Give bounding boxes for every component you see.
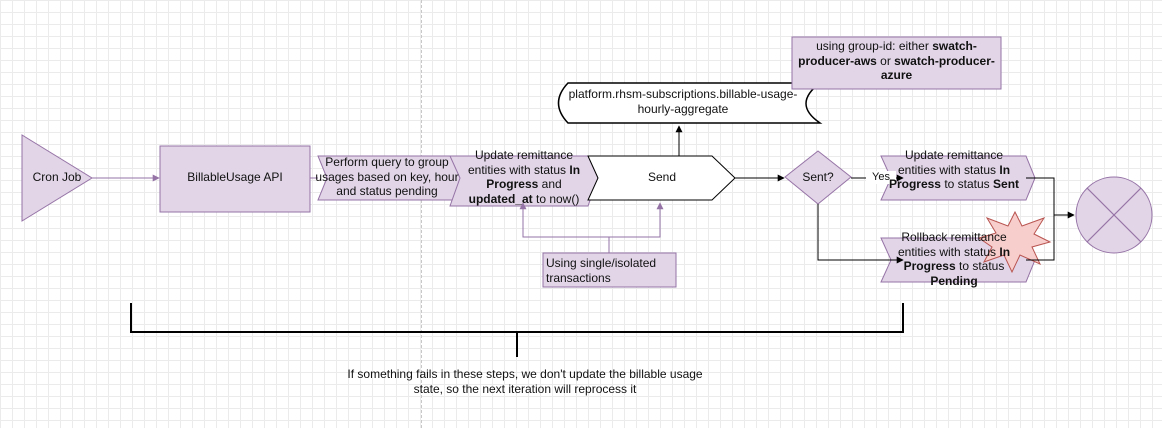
topic-shape[interactable]: [557, 82, 823, 124]
group-id-note-shape: [791, 36, 1002, 90]
edge-transactions-links: [519, 202, 610, 253]
decision-label: Sent?: [802, 170, 834, 184]
rollback-label: Rollback remittance entities with status…: [897, 230, 1011, 288]
cron-job-label: Cron Job: [32, 170, 82, 184]
page-boundary-guide: [421, 0, 422, 428]
group-id-note-label: using group-id: either swatch-producer-a…: [798, 39, 995, 83]
send-shape[interactable]: [587, 155, 736, 201]
transactions-note-shape: [542, 252, 677, 288]
query-step-label: Perform query to group usages based on k…: [315, 155, 459, 199]
error-explosion-icon: [977, 210, 1052, 274]
edge-sent-to-end: [1026, 177, 1075, 219]
cron-job-shape[interactable]: [21, 134, 93, 222]
yes-edge-label: Yes: [866, 171, 896, 185]
footer-note: If something fails in these steps, we do…: [347, 367, 703, 396]
update-in-progress-label: Update remittance entities with status I…: [467, 148, 581, 206]
scope-bracket: [130, 303, 904, 333]
topic-label: platform.rhsm-subscriptions.billable-usa…: [568, 87, 798, 116]
edge-rollback-to-end: [1026, 215, 1055, 261]
billable-usage-api-label: BillableUsage API: [187, 170, 283, 184]
send-label: Send: [647, 170, 677, 184]
transactions-note-label: Using single/isolated transactions: [546, 256, 657, 285]
update-sent-label: Update remittance entities with status I…: [888, 148, 1020, 192]
billable-usage-api-shape[interactable]: [159, 145, 311, 213]
edge-decision-no: [817, 204, 904, 264]
edge-transactions-to-send: [609, 202, 664, 238]
